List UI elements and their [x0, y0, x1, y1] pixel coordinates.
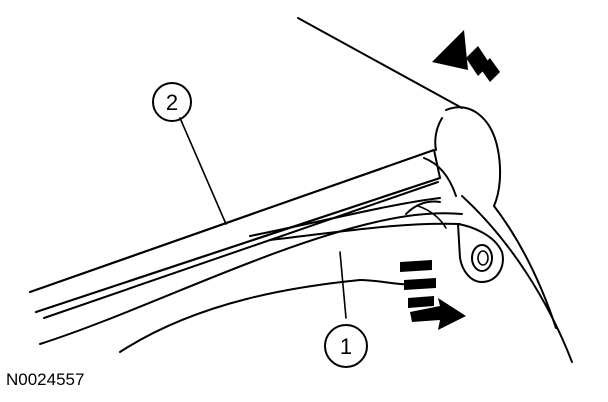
callout-2: 2 — [152, 82, 192, 122]
upper-panel — [297, 17, 573, 363]
callout-1-label: 1 — [340, 334, 352, 359]
lower-seal — [39, 197, 463, 353]
movement-arrow-down-right-icon — [400, 260, 466, 330]
reference-code: N0024557 — [6, 370, 84, 389]
leader-lines — [179, 117, 347, 319]
callout-2-label: 2 — [166, 90, 178, 115]
mounting-tab — [457, 223, 504, 283]
movement-arrow-up-left-icon — [432, 30, 500, 82]
weatherstrip-channel — [28, 148, 457, 319]
callout-1: 1 — [324, 324, 368, 368]
